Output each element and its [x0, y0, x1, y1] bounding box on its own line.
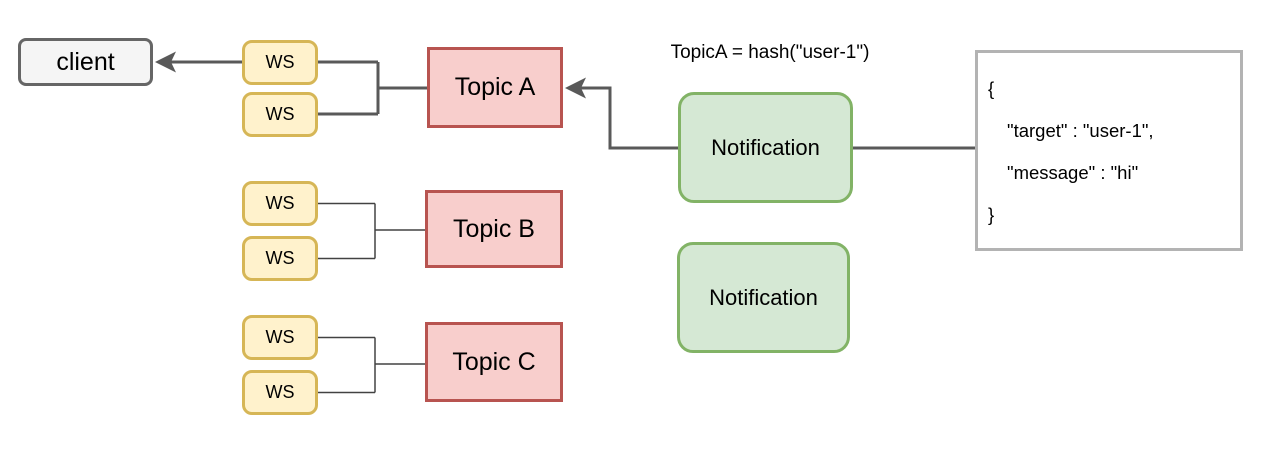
json-line-close-brace: } [988, 204, 995, 225]
ws-node-c2: WS [242, 370, 318, 415]
json-line-message: "message" : "hi" [1007, 162, 1139, 183]
arrowhead-to-client [155, 51, 176, 73]
json-line-target: "target" : "user-1", [1007, 120, 1154, 141]
notification-node-2: Notification [677, 242, 850, 353]
topic-b-node: Topic B [425, 190, 563, 268]
json-line-open-brace: { [988, 78, 995, 99]
topic-c-node: Topic C [425, 322, 563, 402]
ws-node-a1: WS [242, 40, 318, 85]
json-message-box: { "target" : "user-1", "message" : "hi" … [975, 50, 1243, 251]
ws-node-a2: WS [242, 92, 318, 137]
topic-hash-annotation: TopicA = hash("user-1") [670, 42, 870, 63]
client-node: client [18, 38, 153, 86]
topic-a-node: Topic A [427, 47, 563, 128]
ws-node-b2: WS [242, 236, 318, 281]
arrowhead-to-topic-a [565, 77, 586, 99]
ws-node-b1: WS [242, 181, 318, 226]
ws-node-c1: WS [242, 315, 318, 360]
notification-node-1: Notification [678, 92, 853, 203]
